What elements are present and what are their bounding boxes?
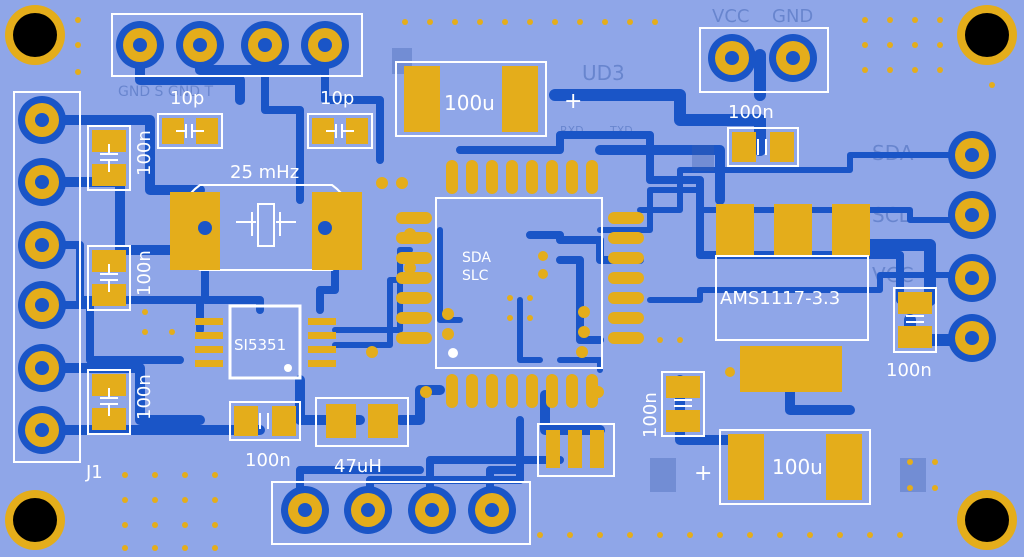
j1-label: J1 xyxy=(85,462,103,483)
slc-label: SLC xyxy=(462,268,489,284)
capacitor-icon xyxy=(87,369,131,435)
inductor-label: 47uH xyxy=(334,456,382,477)
capacitor-icon xyxy=(229,401,301,441)
ghost-vcc: VCC xyxy=(712,6,749,27)
header-bottom xyxy=(271,481,531,545)
regulator xyxy=(715,204,870,392)
ghost-scl-right: SCL xyxy=(872,203,911,227)
capacitor-icon xyxy=(87,125,131,191)
capacitor-icon xyxy=(87,245,131,311)
sda-label: SDA xyxy=(462,250,491,266)
cap-10p-right-label: 10p xyxy=(320,88,354,109)
capacitor-icon xyxy=(661,371,705,437)
capacitor-icon xyxy=(307,113,373,149)
mounting-hole-icon xyxy=(5,5,1017,550)
header-power xyxy=(699,27,829,93)
crystal-label: 25 mHz xyxy=(230,162,299,183)
plus-top: + xyxy=(564,89,582,114)
ghost-ud3: UD3 xyxy=(582,61,625,85)
capacitor-icon xyxy=(157,113,223,149)
capacitor-icon xyxy=(893,287,937,353)
inductor xyxy=(315,397,409,447)
mcu-chip xyxy=(396,160,644,408)
crystal-icon xyxy=(170,184,362,271)
capacitor-icon xyxy=(727,127,799,167)
ghost-gnd-s-gnd-t: GND S GND T xyxy=(118,84,213,100)
cap-100n-left-3-label: 100n xyxy=(134,374,155,420)
header-right xyxy=(948,131,996,362)
capacitor-icon xyxy=(719,429,871,505)
capacitor-icon xyxy=(395,61,547,137)
cap-10p-left-label: 10p xyxy=(170,88,204,109)
plus-bottom: + xyxy=(694,461,712,486)
cap-100n-right-label: 100n xyxy=(886,360,932,381)
via-grid xyxy=(75,17,995,551)
sot-component xyxy=(537,423,615,477)
ic-si5351 xyxy=(195,304,336,380)
vias xyxy=(366,177,735,398)
header-j1 xyxy=(13,91,81,463)
cap-100n-bottom-label: 100n xyxy=(245,450,291,471)
ic-si5351-label: SI5351 xyxy=(234,336,286,354)
cap-100n-mid-label: 100n xyxy=(640,392,661,438)
cap-100u-bottom-label: 100u xyxy=(772,455,823,479)
ghost-gnd: GND xyxy=(772,6,813,27)
regulator-label: AMS1117-3.3 xyxy=(720,288,840,309)
header-top xyxy=(111,13,363,77)
cap-100n-top-right-label: 100n xyxy=(728,102,774,123)
cap-100n-left-2-label: 100n xyxy=(134,250,155,296)
trace-layer xyxy=(37,40,971,509)
cap-100n-left-1-label: 100n xyxy=(134,130,155,176)
cap-100u-top-label: 100u xyxy=(444,91,495,115)
